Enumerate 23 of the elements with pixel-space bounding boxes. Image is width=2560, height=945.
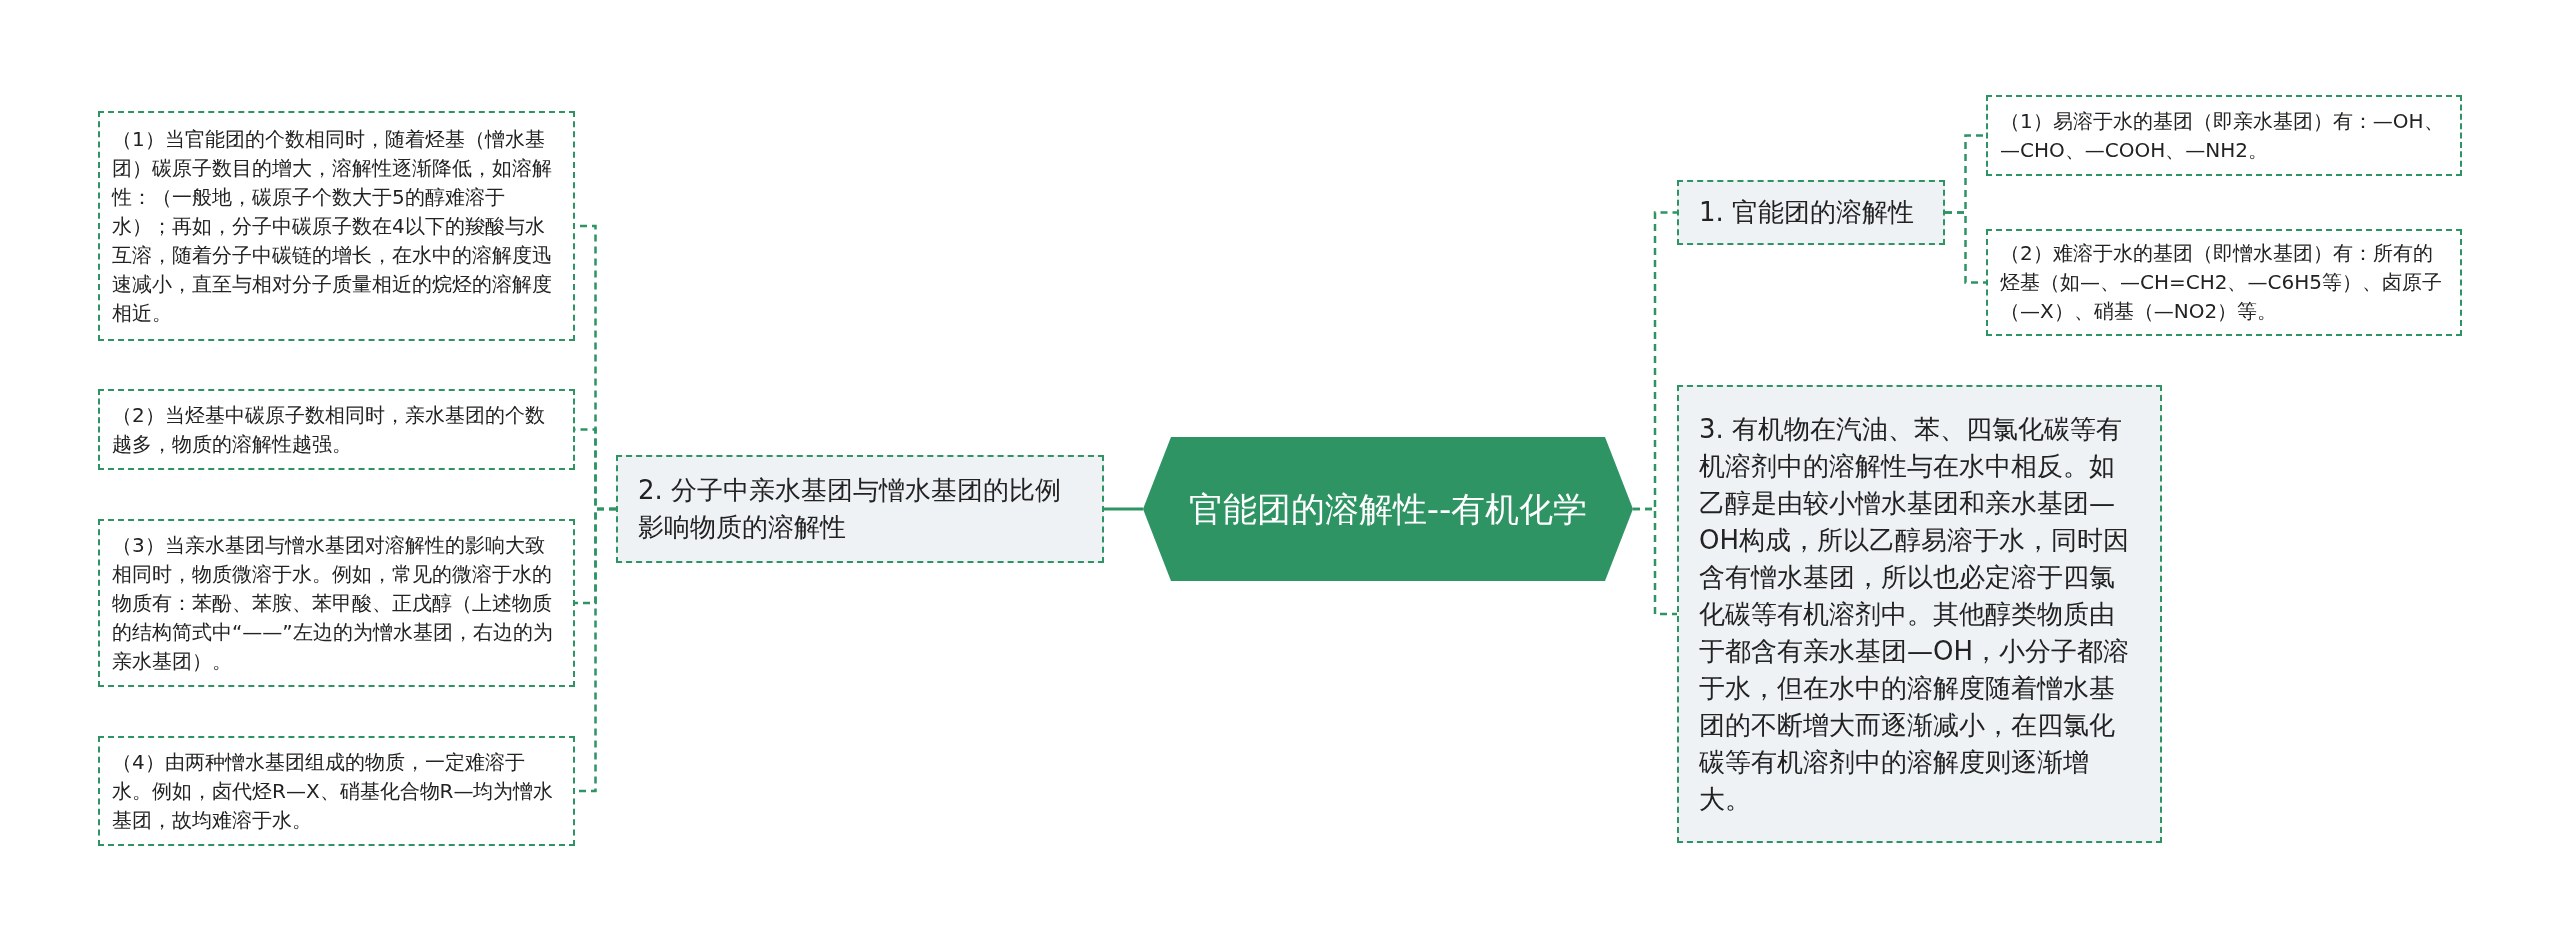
note-box bbox=[1986, 95, 2462, 176]
branch-text: 3. 有机物在汽油、苯、四氯化碳等有机溶剂中的溶解性与在水中相反。如乙醇是由较小憎水基团和亲水基团—OH构成，所以乙醇易溶于水，同时因含有憎水基团，所以也必定溶于四氯化碳等有机溶剂中。其他醇类物质由于都含有亲水基团—OH，小分子都溶于水，但在水中的溶解度随着憎水基团的不断增大而逐渐减小，在四氯化碳等有机溶剂中的溶解度则逐渐增大。 bbox=[1699, 412, 2130, 816]
note-box bbox=[98, 389, 575, 470]
note-text: （3）当亲水基团与憎水基团对溶解性的影响大致相同时，物质微溶于水。例如，常见的微溶于水的物质有：苯酚、苯胺、苯甲酸、正戊醇（上述物质的结构简式中“——”左边的为憎水基团，右边的为亲水基团）。 bbox=[112, 531, 554, 675]
note-text: （4）由两种憎水基团组成的物质，一定难溶于水。例如，卤代烃R—X、硝基化合物R—均为憎水基团，故均难溶于水。 bbox=[112, 748, 555, 834]
topic-title: 官能团的溶解性--有机化学 bbox=[1188, 488, 1588, 531]
note-box bbox=[98, 111, 575, 341]
note-text: （1）当官能团的个数相同时，随着烃基（憎水基团）碳原子数目的增大，溶解性逐渐降低，如溶解性：（一般地，碳原子个数大于5的醇难溶于水）；再如，分子中碳原子数在4以下的羧酸与水互溶，随着分子中碳链的增长，在水中的溶解度迅速减小，直至与相对分子质量相近的烷烃的溶解度相近。 bbox=[112, 125, 553, 327]
branch-box bbox=[1677, 180, 1945, 245]
connector-line bbox=[1633, 507, 1677, 616]
note-text: （2）当烃基中碳原子数相同时，亲水基团的个数越多，物质的溶解性越强。 bbox=[112, 401, 546, 458]
branch-text: 1. 官能团的溶解性 bbox=[1699, 196, 1915, 229]
note-box bbox=[98, 736, 575, 846]
branch-text: 2. 分子中亲水基团与憎水基团的比例影响物质的溶解性 bbox=[638, 474, 1063, 544]
branch-box bbox=[1677, 385, 2162, 843]
note-text: （1）易溶于水的基团（即亲水基团）有：—OH、—CHO、—COOH、—NH2。 bbox=[2000, 107, 2445, 164]
note-box bbox=[98, 519, 575, 687]
topic-hexagon bbox=[1143, 437, 1633, 581]
note-text: （2）难溶于水的基团（即憎水基团）有：所有的烃基（如—、—CH=CH2、—C6H5等）、卤原子（—X）、硝基（—NO2）等。 bbox=[2000, 240, 2443, 325]
branch-box bbox=[616, 455, 1104, 563]
connector-line bbox=[1945, 211, 1986, 284]
connector-line bbox=[1104, 507, 1143, 511]
note-box bbox=[1986, 229, 2462, 336]
